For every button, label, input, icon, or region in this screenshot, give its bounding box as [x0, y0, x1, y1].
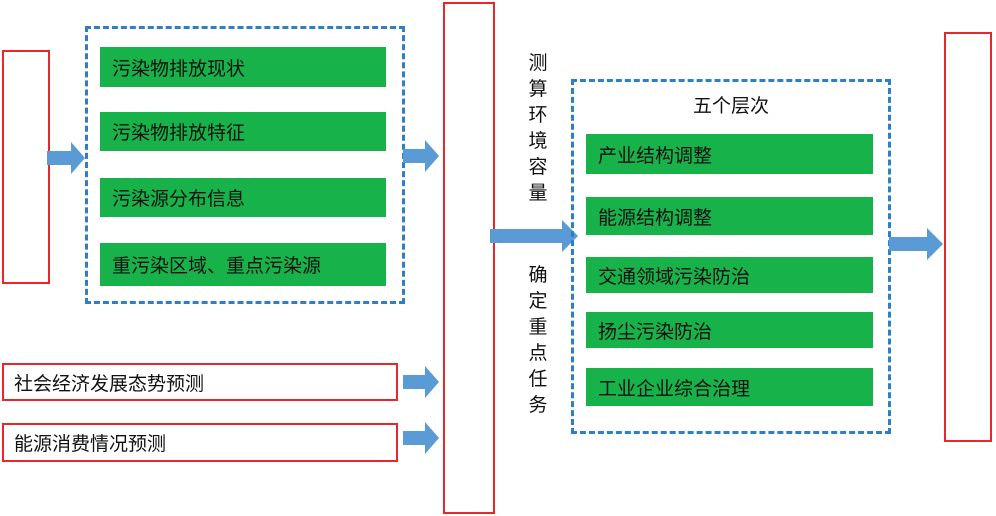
arrow-right-icon — [403, 422, 439, 454]
level-item: 产业结构调整 — [586, 134, 873, 174]
level-item: 工业企业综合治理 — [586, 368, 873, 406]
pollution-item: 污染源分布信息 — [100, 178, 386, 217]
center-tall-box — [443, 2, 495, 514]
levels-group — [571, 79, 891, 434]
forecast-box: 能源消费情况预测 — [2, 423, 398, 462]
label-measure-capacity: 测算环境容量 — [528, 52, 548, 204]
right-empty-box — [944, 32, 992, 442]
pollution-group — [85, 26, 405, 304]
left-empty-box — [2, 50, 50, 284]
arrow-right-icon — [889, 228, 943, 260]
level-item: 扬尘污染防治 — [586, 312, 873, 348]
level-item: 能源结构调整 — [586, 197, 873, 235]
level-item: 交通领域污染防治 — [586, 257, 873, 293]
pollution-item: 污染物排放特征 — [100, 112, 386, 151]
levels-title: 五个层次 — [692, 95, 769, 117]
pollution-item: 污染物排放现状 — [100, 47, 386, 87]
arrow-right-icon — [490, 220, 578, 252]
arrow-right-icon — [47, 142, 85, 174]
label-key-tasks: 确定重点任务 — [528, 264, 548, 416]
arrow-right-icon — [403, 140, 439, 172]
arrow-right-icon — [403, 366, 439, 398]
pollution-item: 重污染区域、重点污染源 — [100, 243, 386, 286]
forecast-box: 社会经济发展态势预测 — [2, 363, 398, 401]
